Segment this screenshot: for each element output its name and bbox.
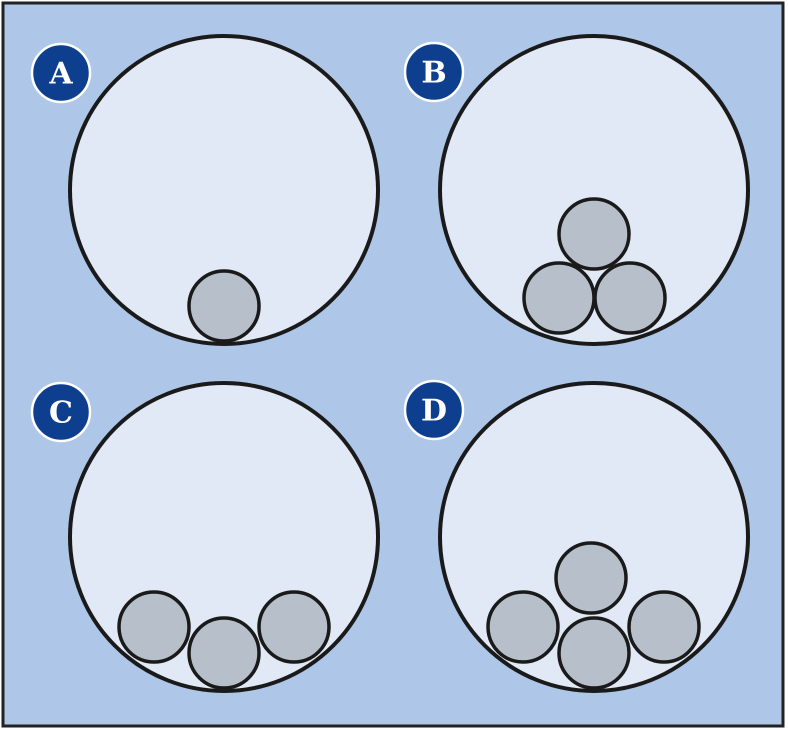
- ball: [557, 616, 631, 690]
- panel-label: A: [48, 57, 73, 92]
- container-circle: [68, 34, 380, 346]
- ball: [117, 590, 191, 664]
- panel-label: B: [421, 56, 446, 91]
- ball: [627, 590, 701, 664]
- ball: [593, 261, 667, 335]
- panel-c: C: [30, 381, 380, 693]
- ball: [554, 541, 628, 615]
- badge-circle: [30, 381, 92, 443]
- panel-label-badge: B: [403, 41, 465, 103]
- panel-label: C: [49, 396, 73, 431]
- panel-label-badge: C: [30, 381, 92, 443]
- panel-label: D: [421, 394, 447, 429]
- ball: [557, 197, 631, 271]
- badge-circle: [403, 379, 465, 441]
- panel-b: B: [403, 34, 750, 346]
- panel-a: A: [30, 34, 380, 346]
- panel-d: D: [403, 379, 750, 693]
- ball: [522, 261, 596, 335]
- ball: [187, 269, 261, 343]
- ball: [257, 590, 331, 664]
- ball: [486, 590, 560, 664]
- panel-label-badge: D: [403, 379, 465, 441]
- container-circle: [438, 34, 750, 346]
- panel-label-badge: A: [30, 42, 92, 104]
- badge-circle: [30, 42, 92, 104]
- badge-circle: [403, 41, 465, 103]
- ball: [187, 616, 261, 690]
